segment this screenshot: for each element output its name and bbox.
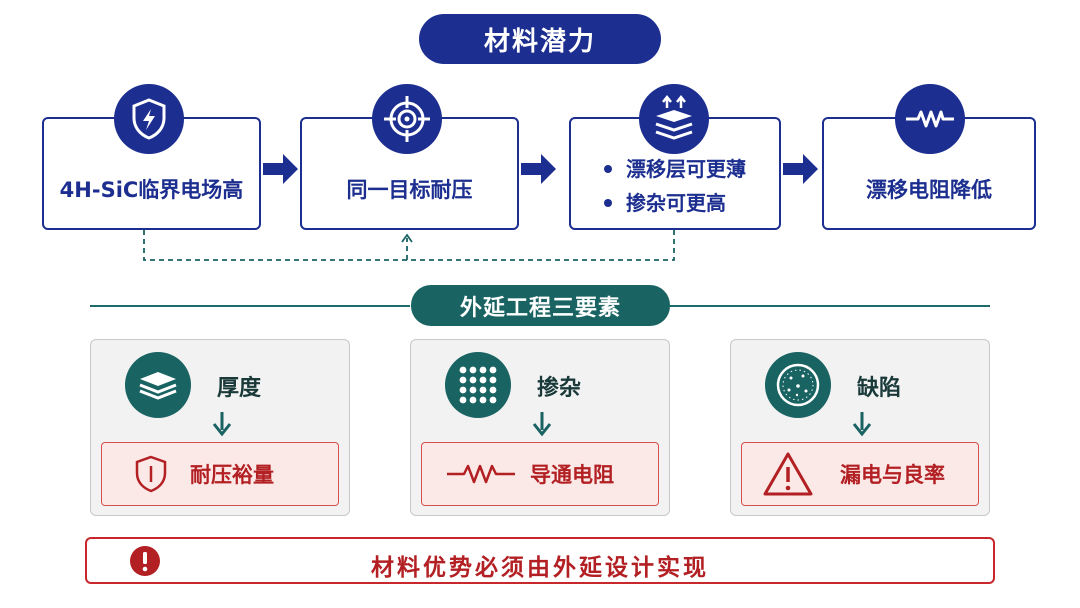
wafer-defect-icon: [765, 352, 831, 418]
feedback-dashed-connector: [143, 230, 675, 261]
dot: [469, 376, 477, 384]
stacked-layers-up-arrows-icon: [639, 84, 709, 154]
bullet-dot: [604, 164, 612, 173]
bullet-item: 掺杂可更高: [604, 186, 746, 220]
flow-arrow-icon: [263, 154, 298, 184]
flow-label: 4H-SiC临界电场高: [59, 177, 244, 202]
bullet-text: 漂移层可更薄: [626, 156, 746, 181]
divider-line: [90, 305, 410, 307]
flow-bullets: 漂移层可更薄 掺杂可更高: [604, 152, 746, 220]
dot: [459, 366, 467, 374]
factor-card-defects: 缺陷 漏电与良率: [730, 339, 990, 516]
shield-lightning-icon: [114, 84, 184, 154]
dot: [479, 386, 487, 394]
dot: [469, 366, 477, 374]
flow-label: 漂移电阻降低: [866, 177, 992, 202]
dot: [469, 386, 477, 394]
dot: [469, 396, 477, 404]
effect-label: 耐压裕量: [190, 463, 274, 487]
flow-label: 同一目标耐压: [346, 177, 473, 202]
dot-grid-icon: [445, 352, 511, 418]
conclusion-banner: 材料优势必须由外延设计实现: [85, 537, 995, 584]
resistor-icon: [447, 464, 515, 484]
factor-label: 厚度: [217, 376, 262, 401]
resistor-icon: [895, 84, 965, 154]
down-arrow-icon: [532, 412, 552, 437]
factor-card-thickness: 厚度 耐压裕量: [90, 339, 350, 516]
dot: [479, 396, 487, 404]
factor-label: 掺杂: [537, 376, 582, 401]
dot: [489, 366, 497, 374]
divider-line: [670, 305, 990, 307]
factor-label: 缺陷: [857, 376, 902, 401]
stacked-layers-icon: [125, 352, 191, 418]
conclusion-text: 材料优势必须由外延设计实现: [371, 555, 709, 581]
effect-box: 漏电与良率: [741, 442, 979, 506]
dot: [459, 386, 467, 394]
flow-arrow-icon: [783, 154, 818, 184]
dot: [489, 376, 497, 384]
dot: [459, 376, 467, 384]
down-arrow-icon: [212, 412, 232, 437]
bullet-text: 掺杂可更高: [626, 190, 726, 215]
dot: [479, 376, 487, 384]
factor-card-doping: 掺杂 导通电阻: [410, 339, 670, 516]
effect-box: 耐压裕量: [101, 442, 339, 506]
warning-triangle-icon: [763, 452, 813, 496]
bullet-dot: [604, 198, 612, 207]
dot: [479, 366, 487, 374]
bullet-item: 漂移层可更薄: [604, 152, 746, 186]
dot: [489, 386, 497, 394]
down-arrow-icon: [852, 412, 872, 437]
shield-icon: [135, 455, 167, 493]
dot: [489, 396, 497, 404]
effect-box: 导通电阻: [421, 442, 659, 506]
crosshair-target-icon: [372, 84, 442, 154]
section-title: 外延工程三要素: [411, 285, 670, 326]
effect-label: 漏电与良率: [840, 463, 945, 487]
flow-arrow-icon: [521, 154, 556, 184]
page-title: 材料潜力: [419, 14, 661, 64]
dot: [459, 396, 467, 404]
exclamation-circle-icon: [130, 546, 160, 576]
effect-label: 导通电阻: [530, 463, 614, 487]
